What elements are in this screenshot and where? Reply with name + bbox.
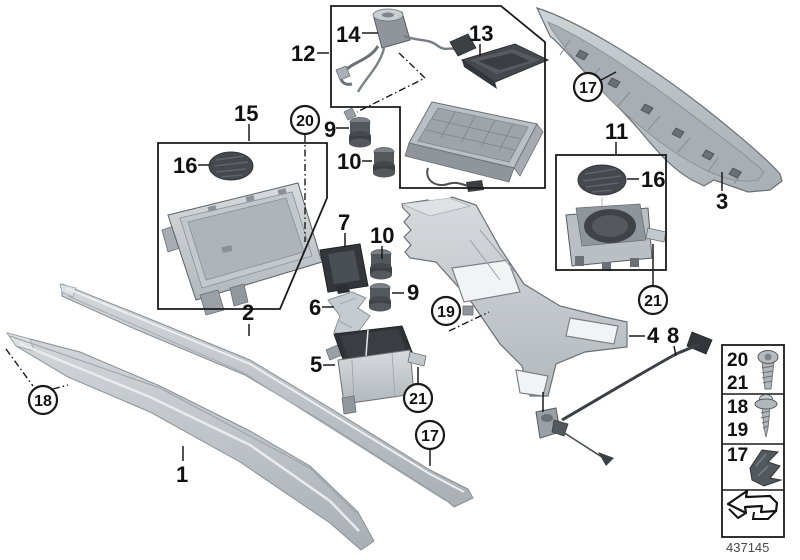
direction-arrow-icon <box>726 489 779 520</box>
callout-9-top[interactable]: 9 <box>324 117 336 142</box>
svg-text:21: 21 <box>644 293 662 310</box>
callout-11[interactable]: 11 <box>605 119 628 144</box>
callout-8[interactable]: 8 <box>667 323 679 348</box>
callout-10-top[interactable]: 10 <box>337 149 361 174</box>
svg-text:17: 17 <box>421 428 439 445</box>
legend-row-direction <box>726 489 779 520</box>
callout-15[interactable]: 15 <box>234 101 258 126</box>
svg-text:19: 19 <box>727 420 748 441</box>
callout-6[interactable]: 6 <box>309 295 321 320</box>
circled-callout-17-panel[interactable]: 17 <box>572 71 604 103</box>
callout-5[interactable]: 5 <box>310 352 322 377</box>
part-cable-8 <box>535 331 713 466</box>
part-socket-plug-9-top <box>343 107 371 148</box>
part-socket-plug-9-mid <box>369 283 391 312</box>
callout-7[interactable]: 7 <box>338 210 350 235</box>
part-rubber-pad-16-left <box>208 151 254 181</box>
circled-callouts: 20 17 19 21 17 18 21 <box>27 71 669 451</box>
callout-labels: 14 13 12 9 10 15 16 7 10 9 6 5 2 1 3 11 … <box>173 21 728 487</box>
part-cupholder-insert-11 <box>565 197 667 271</box>
circled-callout-20[interactable]: 20 <box>289 104 321 136</box>
circled-callout-19[interactable]: 19 <box>430 295 462 327</box>
callout-16-left[interactable]: 16 <box>173 153 197 178</box>
callout-14[interactable]: 14 <box>336 22 361 47</box>
svg-text:18: 18 <box>34 393 52 410</box>
part-storage-compartment <box>404 101 544 192</box>
legend-row-screw-18-19[interactable]: 18 19 <box>727 394 778 442</box>
tapping-screw-icon <box>754 394 778 438</box>
circled-callout-18[interactable]: 18 <box>27 384 59 416</box>
diagram-number: 437145 <box>726 540 769 555</box>
svg-text:17: 17 <box>579 80 597 97</box>
svg-text:19: 19 <box>437 304 455 321</box>
callout-12[interactable]: 12 <box>291 41 315 66</box>
part-armrest-insert-15 <box>161 182 323 316</box>
legend-row-screw-20-21[interactable]: 20 21 <box>727 350 779 394</box>
part-storage-box-5 <box>325 325 427 415</box>
svg-text:21: 21 <box>727 373 749 394</box>
callout-4[interactable]: 4 <box>647 323 660 348</box>
callout-10-mid[interactable]: 10 <box>370 223 394 248</box>
fastener-legend: 20 21 18 19 17 <box>721 344 785 538</box>
detail-boxes <box>157 5 667 310</box>
svg-text:17: 17 <box>727 445 748 466</box>
detail-box-15 <box>157 142 328 310</box>
circled-callout-21-left[interactable]: 21 <box>402 382 434 414</box>
callout-2[interactable]: 2 <box>242 300 254 325</box>
callout-9-mid[interactable]: 9 <box>407 280 419 305</box>
part-socket-plug-10-mid <box>370 249 392 280</box>
part-trim-strip-2 <box>59 283 474 508</box>
circled-callout-21-right[interactable]: 21 <box>637 284 669 316</box>
svg-text:20: 20 <box>296 113 314 130</box>
part-rubber-mat-6 <box>327 291 371 341</box>
detail-box-12 <box>330 5 546 189</box>
torx-screw-icon <box>757 350 779 390</box>
part-pump-14 <box>335 8 477 93</box>
part-rubber-tray-13 <box>460 43 550 89</box>
svg-text:20: 20 <box>727 350 748 371</box>
svg-text:21: 21 <box>409 391 427 408</box>
callout-13[interactable]: 13 <box>469 21 493 46</box>
legend-row-clip-17[interactable]: 17 <box>727 445 783 487</box>
part-trim-strip-1 <box>5 332 375 551</box>
leader-lines <box>5 32 723 466</box>
part-rubber-pad-16-right <box>577 164 627 196</box>
svg-text:18: 18 <box>727 397 748 418</box>
detail-box-11 <box>555 154 667 271</box>
callout-3[interactable]: 3 <box>716 189 728 214</box>
part-trim-panel-3 <box>535 7 783 193</box>
callout-1[interactable]: 1 <box>176 462 188 487</box>
circled-callout-17-trim[interactable]: 17 <box>414 419 446 451</box>
part-insert-box-7 <box>319 243 369 294</box>
part-socket-plug-10-top <box>373 147 395 178</box>
spring-clip-icon <box>749 449 783 487</box>
callout-16-right[interactable]: 16 <box>641 167 665 192</box>
